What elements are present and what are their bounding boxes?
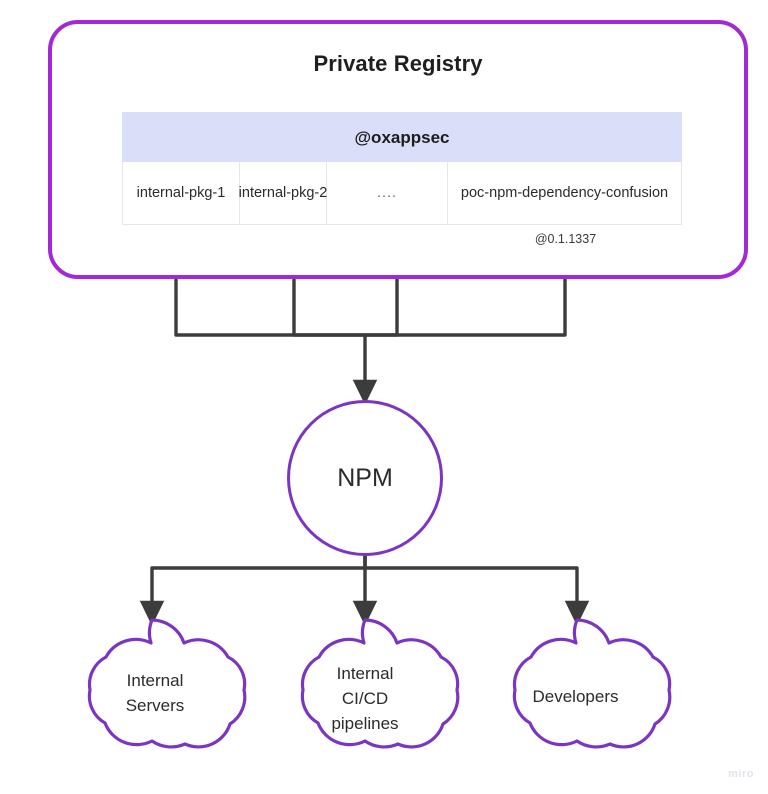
npm-registry-node: NPM: [287, 400, 443, 556]
connector-npm-to-developers: [363, 556, 590, 626]
package-cell-ellipsis: ....: [327, 162, 448, 225]
npm-registry-label: NPM: [337, 463, 393, 492]
miro-watermark: miro: [728, 768, 754, 780]
cloud-label-internal-cicd-pipelines: Internal CI/CD pipelines: [300, 661, 430, 736]
package-cell-internal-pkg-2: internal-pkg-2: [239, 162, 327, 225]
package-scope-header: @oxappsec: [122, 112, 682, 162]
package-version-label: @0.1.1337: [534, 232, 597, 246]
cloud-internal-cicd-pipelines: [300, 618, 460, 749]
package-cell-poc-npm-dependency-confusion: poc-npm-dependency-confusion: [448, 162, 682, 225]
cloud-label-developers: Developers: [508, 684, 643, 709]
package-table: @oxappsec internal-pkg-1 internal-pkg-2 …: [122, 112, 682, 225]
cloud-label-line: Developers: [532, 687, 619, 706]
table-row: internal-pkg-1 internal-pkg-2 .... poc-n…: [122, 162, 682, 225]
cloud-label-line: Servers: [125, 696, 185, 715]
cloud-internal-servers: [87, 618, 247, 749]
cloud-label-line: pipelines: [331, 714, 399, 733]
cloud-label-internal-servers: Internal Servers: [90, 668, 220, 718]
cloud-developers: [512, 618, 672, 749]
cloud-label-line: Internal: [336, 664, 394, 683]
cloud-label-line: Internal: [126, 671, 184, 690]
cloud-label-line: CI/CD: [341, 689, 389, 708]
connector-npm-to-internal-servers: [139, 556, 367, 626]
page-title: Private Registry: [313, 51, 483, 76]
package-cell-internal-pkg-1: internal-pkg-1: [122, 162, 240, 225]
